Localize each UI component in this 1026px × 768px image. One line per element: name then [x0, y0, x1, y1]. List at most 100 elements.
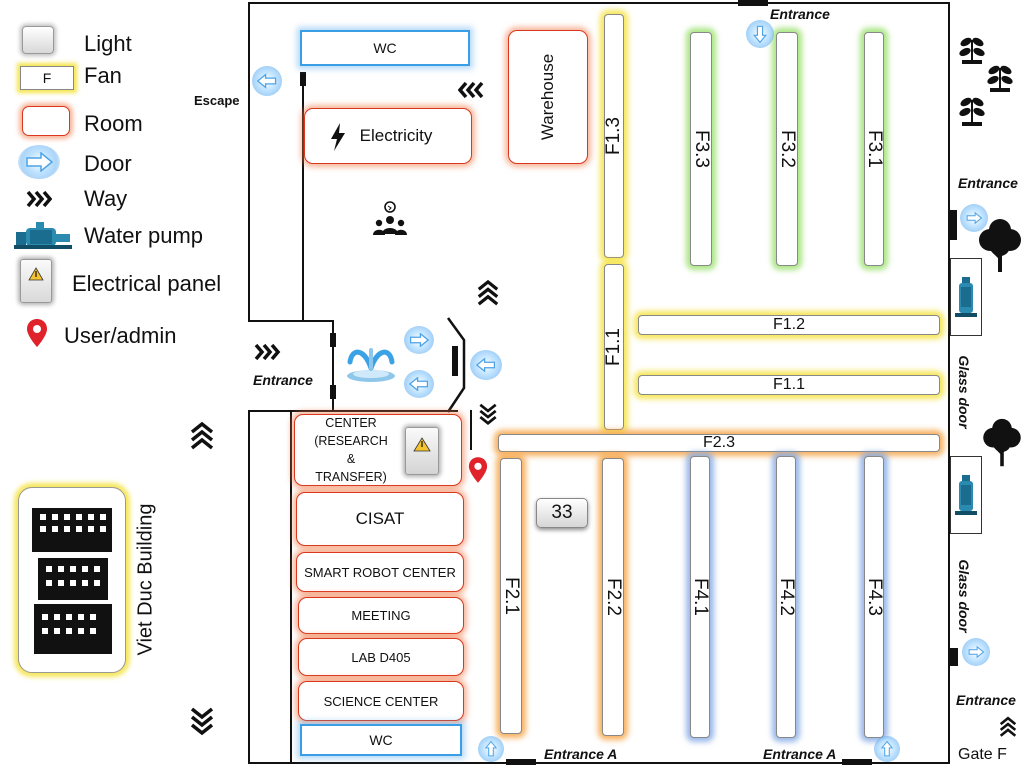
fan-f1-3-label: F1.3	[603, 116, 624, 156]
user-admin-marker-icon[interactable]	[468, 456, 488, 489]
door-entrance-a-1-arrow-icon[interactable]	[478, 736, 504, 762]
water-pump-map-icon-2	[955, 475, 977, 515]
room-meeting[interactable]: MEETING	[298, 597, 464, 634]
room-science-label: SCIENCE CENTER	[323, 693, 439, 709]
room-cisat[interactable]: CISAT	[296, 492, 464, 546]
fan-f1-1-horizontal[interactable]: F1.1	[638, 375, 940, 395]
fan-f2-1[interactable]: F2.1	[500, 458, 522, 734]
way-right-entrance-chevron-icon	[253, 342, 281, 367]
door-corridor-right-arrow-icon[interactable]	[404, 326, 434, 354]
fan-f4-2[interactable]: F4.2	[776, 456, 797, 738]
fan-f3-3[interactable]: F3.3	[690, 32, 712, 266]
way-up-chevron-icon	[189, 421, 215, 456]
label-entrance-top: Entrance	[770, 6, 830, 22]
room-lab-d405[interactable]: LAB D405	[298, 638, 464, 676]
fan-f2-2-label: F2.2	[603, 577, 624, 617]
way-chevron-icon	[26, 189, 53, 214]
door-escape-arrow-icon[interactable]	[252, 66, 282, 96]
door-corridor-left-arrow-icon[interactable]	[404, 370, 434, 398]
room-wc-bottom-label: WC	[369, 732, 393, 748]
label-entrance-a-2: Entrance A	[763, 746, 837, 762]
label-glass-door-1: Glass door	[956, 355, 972, 429]
water-pump-map-icon-1	[955, 277, 977, 317]
fan-f4-3[interactable]: F4.3	[864, 456, 885, 738]
label-gate: Gate F	[958, 746, 1007, 763]
fan-f1-1-horizontal-label: F1.1	[772, 376, 805, 393]
light-legend-icon	[22, 26, 54, 54]
room-wc-top[interactable]: WC	[300, 30, 470, 66]
wall-room-column	[290, 410, 292, 764]
way-down-inner-chevron-icon	[478, 402, 498, 431]
water-pump-unit-1[interactable]	[950, 258, 982, 336]
fan-f2-2[interactable]: F2.2	[602, 458, 624, 736]
door-bottom-right-entrance-arrow-icon[interactable]	[962, 638, 990, 666]
water-pump-icon	[12, 218, 74, 255]
door-entry-left-arrow-icon[interactable]	[470, 350, 502, 380]
fan-f3-2-label: F3.2	[777, 129, 798, 169]
users-group-icon	[370, 200, 410, 245]
wall-top	[248, 2, 950, 4]
fan-f4-2-label: F4.2	[776, 577, 797, 617]
label-entrance-a-1: Entrance A	[544, 746, 618, 762]
room-center-label: CENTER (RESEARCH & TRANSFER)	[301, 414, 401, 486]
building-icon	[32, 508, 112, 654]
door-top-entrance-arrow-icon[interactable]	[746, 20, 774, 48]
plants-icon	[954, 30, 1016, 135]
fan-f4-1-label: F4.1	[690, 577, 711, 617]
room-center-research-transfer[interactable]: CENTER (RESEARCH & TRANSFER)	[294, 414, 462, 486]
door-right-entrance-arrow-icon[interactable]	[960, 204, 988, 232]
room-electricity[interactable]: Electricity	[304, 108, 472, 164]
door-bar-top	[738, 0, 768, 6]
wall-left-lower	[248, 410, 250, 764]
room-electricity-label: Electricity	[359, 126, 433, 145]
room-smart-robot-center[interactable]: SMART ROBOT CENTER	[296, 552, 464, 592]
fan-legend-symbol: F	[42, 70, 52, 86]
label-glass-door-2: Glass door	[956, 559, 972, 633]
door-bar-corridor-1	[330, 333, 336, 347]
legend-door-label: Door	[84, 151, 132, 176]
electrical-panel-map-icon[interactable]	[405, 427, 439, 475]
fan-f2-3[interactable]: F2.3	[498, 434, 940, 452]
tree-icon-1	[976, 218, 1024, 279]
count-badge[interactable]: 33	[536, 498, 588, 528]
count-badge-value: 33	[551, 502, 573, 523]
wall-left-upper	[248, 2, 250, 320]
fan-f3-1[interactable]: F3.1	[864, 32, 885, 266]
room-lab-label: LAB D405	[351, 649, 411, 665]
user-pin-icon	[26, 318, 48, 353]
label-entrance-bottom-right: Entrance	[956, 692, 1016, 708]
room-legend-icon	[22, 106, 70, 136]
room-smart-robot-label: SMART ROBOT CENTER	[304, 564, 456, 580]
center-line-2: (RESEARCH	[314, 434, 388, 448]
fan-f1-3[interactable]: F1.3	[603, 14, 624, 258]
tree-icon-2	[980, 418, 1024, 473]
fan-f4-1[interactable]: F4.1	[690, 456, 711, 738]
fan-f3-2[interactable]: F3.2	[776, 32, 798, 266]
room-wc-bottom[interactable]: WC	[300, 724, 462, 756]
fan-f1-2[interactable]: F1.2	[638, 315, 940, 335]
way-down-chevron-icon	[189, 706, 215, 741]
legend-way-label: Way	[84, 186, 128, 211]
fan-f1-2-label: F1.2	[772, 316, 805, 333]
fan-f1-1-vertical-label: F1.1	[603, 327, 624, 367]
viet-duc-building	[18, 487, 126, 673]
room-warehouse[interactable]: Warehouse	[508, 30, 588, 164]
fan-f2-3-label: F2.3	[702, 434, 735, 451]
way-up-gate-chevron-icon	[998, 716, 1018, 743]
wall-right	[948, 2, 950, 764]
wall-center-right	[470, 410, 472, 450]
building-name: Viet Duc Building	[134, 503, 157, 656]
wall-angled-entry	[446, 317, 466, 413]
label-escape: Escape	[194, 93, 240, 108]
electrical-panel-icon	[20, 259, 52, 303]
room-wc-top-label: WC	[373, 40, 397, 56]
label-entrance-right: Entrance	[958, 175, 1018, 191]
fan-f1-1-vertical[interactable]: F1.1	[603, 264, 624, 430]
room-science-center[interactable]: SCIENCE CENTER	[298, 681, 464, 721]
door-bar-corridor-2	[330, 385, 336, 399]
center-line-3: &	[346, 452, 356, 466]
door-bar-escape	[300, 72, 306, 86]
legend-fan-label: Fan	[84, 63, 122, 88]
water-pump-unit-2[interactable]	[950, 456, 982, 534]
door-entrance-a-2-arrow-icon[interactable]	[874, 736, 900, 762]
